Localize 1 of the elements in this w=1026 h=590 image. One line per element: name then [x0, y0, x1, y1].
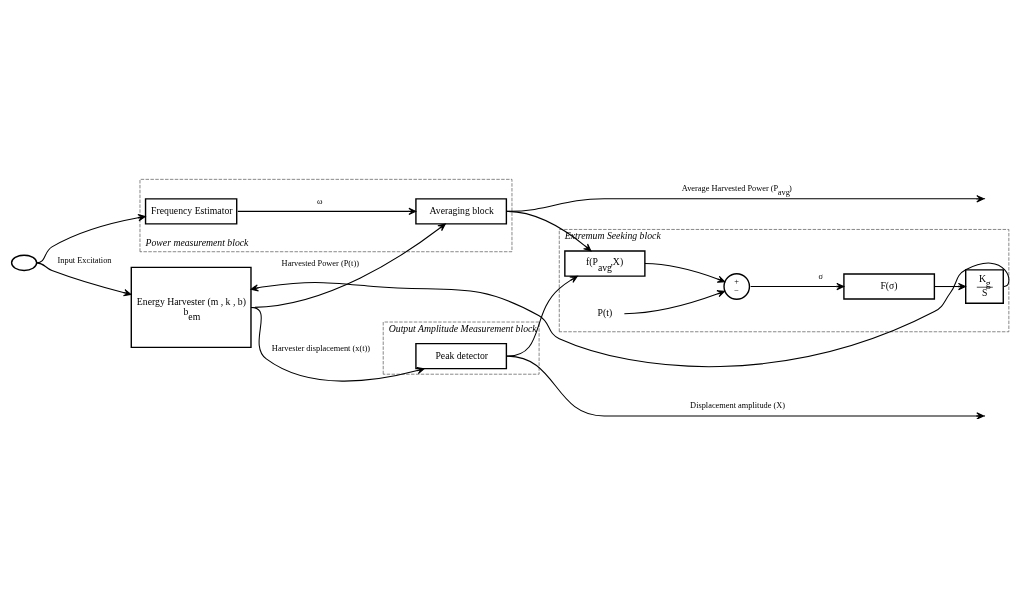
node-text: P(t) — [597, 307, 613, 319]
